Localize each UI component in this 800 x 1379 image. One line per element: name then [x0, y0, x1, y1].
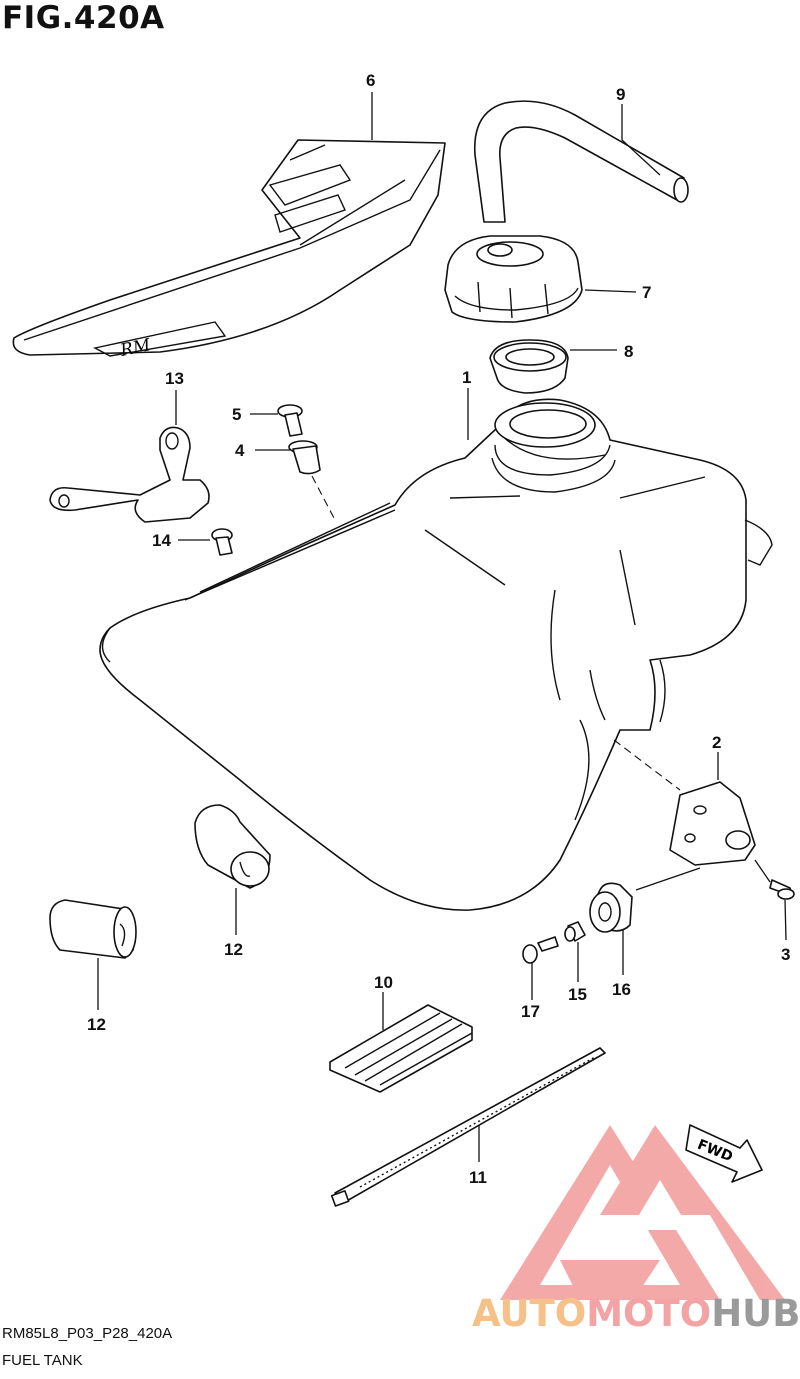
callout-17: 17 — [521, 1002, 540, 1021]
cable-tie — [330, 1047, 606, 1207]
callout-5: 5 — [232, 405, 241, 424]
watermark-part-auto: AUTO — [472, 1292, 587, 1335]
callout-16: 16 — [612, 980, 631, 999]
rubber-cushion — [589, 882, 633, 933]
fuel-cap — [444, 235, 583, 323]
watermark-part-moto: MOTO — [586, 1292, 712, 1335]
figure-title: FIG.420A — [2, 0, 165, 36]
cushion-12-lower — [49, 899, 137, 959]
screw-5 — [277, 404, 303, 437]
side-cover-decal: RM — [12, 139, 446, 361]
collar-15 — [564, 921, 586, 942]
callout-7: 7 — [642, 283, 651, 302]
callout-3: 3 — [781, 945, 790, 964]
callout-10: 10 — [374, 973, 393, 992]
watermark-part-hub: HUB — [711, 1292, 800, 1335]
callout-2: 2 — [712, 733, 721, 752]
cushion-12-upper — [194, 804, 271, 889]
diagram-name: FUEL TANK — [2, 1352, 83, 1369]
bolt-17 — [522, 936, 559, 964]
rubber-pad — [329, 1004, 473, 1093]
watermark-logo-mark — [500, 1125, 785, 1300]
collar-4 — [288, 440, 321, 475]
leader-lines — [97, 92, 787, 1162]
bolt-3 — [769, 879, 795, 900]
watermark-text: AUTOMOTOHUB — [472, 1292, 800, 1335]
tank-bracket — [49, 426, 210, 523]
callout-12-lower: 12 — [87, 1015, 106, 1034]
callout-6: 6 — [366, 71, 375, 90]
callout-11: 11 — [469, 1168, 487, 1187]
callout-8: 8 — [624, 342, 633, 361]
callout-9: 9 — [616, 85, 625, 104]
fuel-tank — [99, 398, 773, 911]
breather-hose — [473, 100, 689, 223]
callout-13: 13 — [165, 369, 184, 388]
mounting-bracket — [669, 781, 756, 866]
callout-14: 14 — [152, 531, 171, 550]
bolt-14 — [211, 528, 233, 556]
callout-1: 1 — [462, 368, 471, 387]
callout-12-upper: 12 — [224, 940, 243, 959]
cap-gasket — [489, 339, 569, 394]
diagram-code: RM85L8_P03_P28_420A — [2, 1325, 173, 1342]
forward-arrow-icon: FWD — [685, 1124, 763, 1183]
callout-4: 4 — [235, 441, 245, 460]
callout-15: 15 — [568, 985, 587, 1004]
